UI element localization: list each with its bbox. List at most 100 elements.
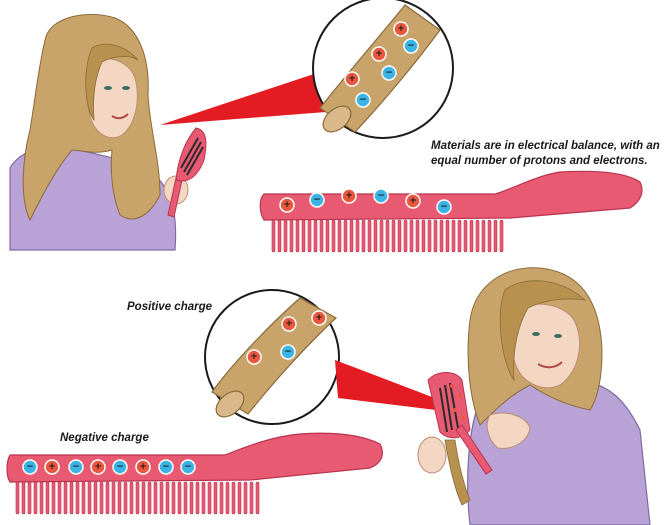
comb-tooth (70, 482, 73, 514)
proton-charge-0: + (394, 22, 408, 36)
comb-tooth (338, 220, 341, 252)
comb-tooth (58, 482, 61, 514)
comb-tooth (256, 482, 259, 514)
proton-charge-1: + (312, 311, 326, 325)
comb-tooth (202, 482, 205, 514)
comb-tooth (106, 482, 109, 514)
comb-tooth (368, 220, 371, 252)
electron-charge-2: − (69, 460, 83, 474)
comb-tooth (226, 482, 229, 514)
comb-tooth (244, 482, 247, 514)
comb-tooth (28, 482, 31, 514)
comb-tooth (76, 482, 79, 514)
comb-tooth (302, 220, 305, 252)
proton-charge-4: + (345, 72, 359, 86)
caption-positive-charge: Positive charge (127, 300, 212, 315)
svg-text:−: − (162, 462, 170, 472)
zoom-beam-top (160, 72, 326, 125)
proton-charge-0: + (280, 198, 294, 212)
comb-tooth (94, 482, 97, 514)
comb-top: + − + − + − (260, 171, 642, 252)
comb-tooth (136, 482, 139, 514)
proton-charge-3: + (91, 460, 105, 474)
comb-tooth (160, 482, 163, 514)
comb-tooth (458, 220, 461, 252)
comb-tooth (184, 482, 187, 514)
comb-tooth (250, 482, 253, 514)
comb-tooth (494, 220, 497, 252)
caption-balance-line1: Materials are in electrical balance, wit… (431, 139, 660, 154)
electron-charge-1: − (310, 193, 324, 207)
woman-bottom (418, 268, 650, 525)
comb-tooth (46, 482, 49, 514)
comb-tooth (350, 220, 353, 252)
comb-tooth (332, 220, 335, 252)
comb-tooth (238, 482, 241, 514)
proton-charge-2: + (342, 189, 356, 203)
comb-tooth (428, 220, 431, 252)
comb-tooth (464, 220, 467, 252)
comb-tooth (52, 482, 55, 514)
hairbrush-top (168, 128, 206, 217)
comb-tooth (118, 482, 121, 514)
comb-tooth (404, 220, 407, 252)
caption-balance-line2: equal number of protons and electrons. (431, 154, 660, 169)
svg-text:+: + (409, 196, 417, 206)
comb-tooth (410, 220, 413, 252)
svg-text:−: − (385, 68, 393, 78)
comb-tooth (326, 220, 329, 252)
eye-right-top (122, 86, 130, 90)
proton-charge-2: + (247, 350, 261, 364)
comb-tooth (440, 220, 443, 252)
svg-text:+: + (375, 49, 383, 59)
comb-tooth (88, 482, 91, 514)
comb-tooth (416, 220, 419, 252)
electron-charge-3: − (374, 189, 388, 203)
svg-text:+: + (250, 352, 258, 362)
comb-tooth (398, 220, 401, 252)
eye-left-top (104, 86, 112, 90)
svg-text:−: − (72, 462, 80, 472)
comb-tooth (278, 220, 281, 252)
comb-tooth (22, 482, 25, 514)
comb-tooth (488, 220, 491, 252)
caption-electrical-balance: Materials are in electrical balance, wit… (431, 139, 660, 169)
comb-tooth (308, 220, 311, 252)
svg-text:−: − (284, 347, 292, 357)
woman-top (10, 14, 206, 250)
svg-text:+: + (139, 462, 147, 472)
comb-tooth (362, 220, 365, 252)
proton-charge-2: + (372, 47, 386, 61)
comb-tooth (392, 220, 395, 252)
proton-charge-1: + (45, 460, 59, 474)
comb-tooth (220, 482, 223, 514)
comb-tooth (154, 482, 157, 514)
comb-tooth (290, 220, 293, 252)
comb-tooth (34, 482, 37, 514)
comb-tooth (178, 482, 181, 514)
electron-charge-3: − (281, 345, 295, 359)
svg-text:−: − (377, 191, 385, 201)
electron-charge-3: − (382, 66, 396, 80)
comb-tooth (482, 220, 485, 252)
comb-tooth (40, 482, 43, 514)
comb-tooth (208, 482, 211, 514)
comb-tooth (476, 220, 479, 252)
comb-tooth (374, 220, 377, 252)
comb-tooth (124, 482, 127, 514)
svg-text:−: − (313, 195, 321, 205)
svg-text:+: + (94, 462, 102, 472)
eye-left-bottom (532, 332, 540, 336)
proton-charge-5: + (136, 460, 150, 474)
svg-text:+: + (285, 319, 293, 329)
electron-charge-5: − (437, 200, 451, 214)
electron-charge-5: − (356, 93, 370, 107)
comb-tooth (434, 220, 437, 252)
svg-text:+: + (397, 24, 405, 34)
comb-tooth (422, 220, 425, 252)
electron-charge-4: − (113, 460, 127, 474)
comb-tooth (446, 220, 449, 252)
svg-text:+: + (348, 74, 356, 84)
comb-tooth (172, 482, 175, 514)
